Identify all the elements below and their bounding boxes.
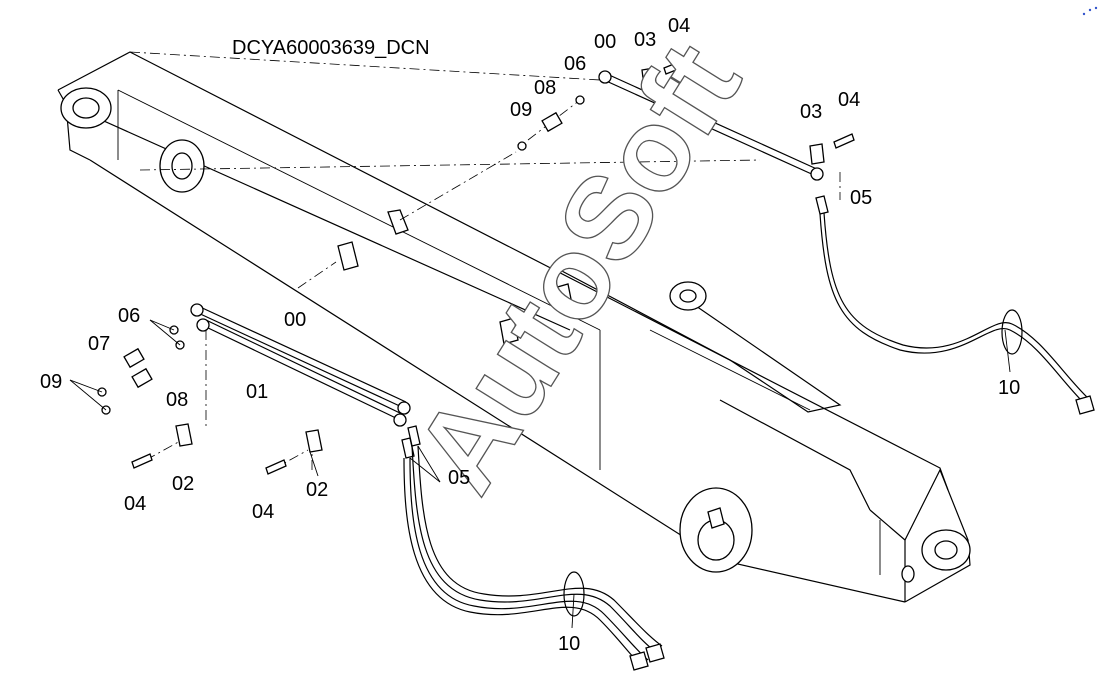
- callout-label: 04: [252, 501, 274, 523]
- callout-label: 07: [88, 333, 110, 355]
- callout-label: 06: [118, 305, 140, 327]
- hose-end-fitting: [629, 651, 649, 671]
- callout-label: 10: [558, 633, 580, 655]
- callout-label: 00: [284, 309, 306, 331]
- callout-labels: 00 03 04 06 08 09 03 04 05 10 06 07 09 0…: [40, 15, 1020, 655]
- callout-label: 08: [534, 77, 556, 99]
- fitting-08: [541, 111, 563, 133]
- bolt-04: [663, 59, 687, 75]
- pipe-clamp-02: [305, 429, 323, 453]
- bolt-04: [131, 453, 153, 469]
- callout-label: 01: [246, 381, 268, 403]
- clamp-mount: [499, 317, 519, 345]
- boom-mid-boss: [669, 281, 707, 311]
- corner-mark-icon: [1082, 6, 1098, 16]
- bolt-04: [833, 133, 855, 149]
- lower-hose-assembly: [403, 445, 665, 671]
- watermark: AutoSoft: [390, 21, 766, 513]
- boom-foot-pin-boss: [921, 529, 971, 571]
- callout-label: 08: [166, 389, 188, 411]
- callout-label: 03: [634, 29, 656, 51]
- hose-end-fitting: [1075, 395, 1095, 415]
- foot-hole: [901, 565, 915, 583]
- diagram-code: DCYA60003639_DCN: [232, 37, 430, 59]
- hose-tie-10: [1001, 309, 1023, 355]
- boom-arm: [57, 51, 971, 603]
- boom-top-pin-boss: [60, 87, 112, 129]
- fitting-05: [407, 425, 421, 447]
- pipe-clamp-03: [809, 143, 825, 165]
- pipe-clamp-03: [641, 67, 657, 87]
- clamp-mount: [337, 241, 359, 271]
- hose-tie-10: [563, 571, 585, 617]
- callout-label: 09: [510, 99, 532, 121]
- boom-foot-boss-large: [679, 487, 753, 573]
- hose-end-fitting: [645, 643, 665, 663]
- callout-label: 00: [594, 31, 616, 53]
- callout-label: 10: [998, 377, 1020, 399]
- pipe-clamp-02: [175, 423, 193, 447]
- nut-09: [517, 141, 527, 151]
- clamp-mount: [553, 283, 573, 309]
- callout-label: 05: [448, 467, 470, 489]
- leader-lines: [69, 319, 1011, 629]
- callout-label: 03: [800, 101, 822, 123]
- boom-cylinder-boss: [159, 139, 205, 193]
- lower-pipe-assembly: [97, 303, 421, 475]
- right-hose-assembly: [819, 212, 1095, 415]
- callout-label: 04: [668, 15, 690, 37]
- callout-label: 06: [564, 53, 586, 75]
- bolt-04: [265, 459, 287, 475]
- callout-label: 02: [172, 473, 194, 495]
- clamp-mount: [707, 507, 725, 529]
- fitting-07: [123, 347, 145, 369]
- callout-label: 05: [850, 187, 872, 209]
- clamp-mount: [387, 209, 409, 235]
- callout-label: 09: [40, 371, 62, 393]
- fitting-08: [131, 367, 153, 389]
- nut-06: [575, 95, 585, 105]
- upper-pipe-assembly: [517, 59, 855, 215]
- fitting-05: [815, 195, 829, 215]
- callout-label: 02: [306, 479, 328, 501]
- callout-label: 04: [838, 89, 860, 111]
- callout-label: 04: [124, 493, 146, 515]
